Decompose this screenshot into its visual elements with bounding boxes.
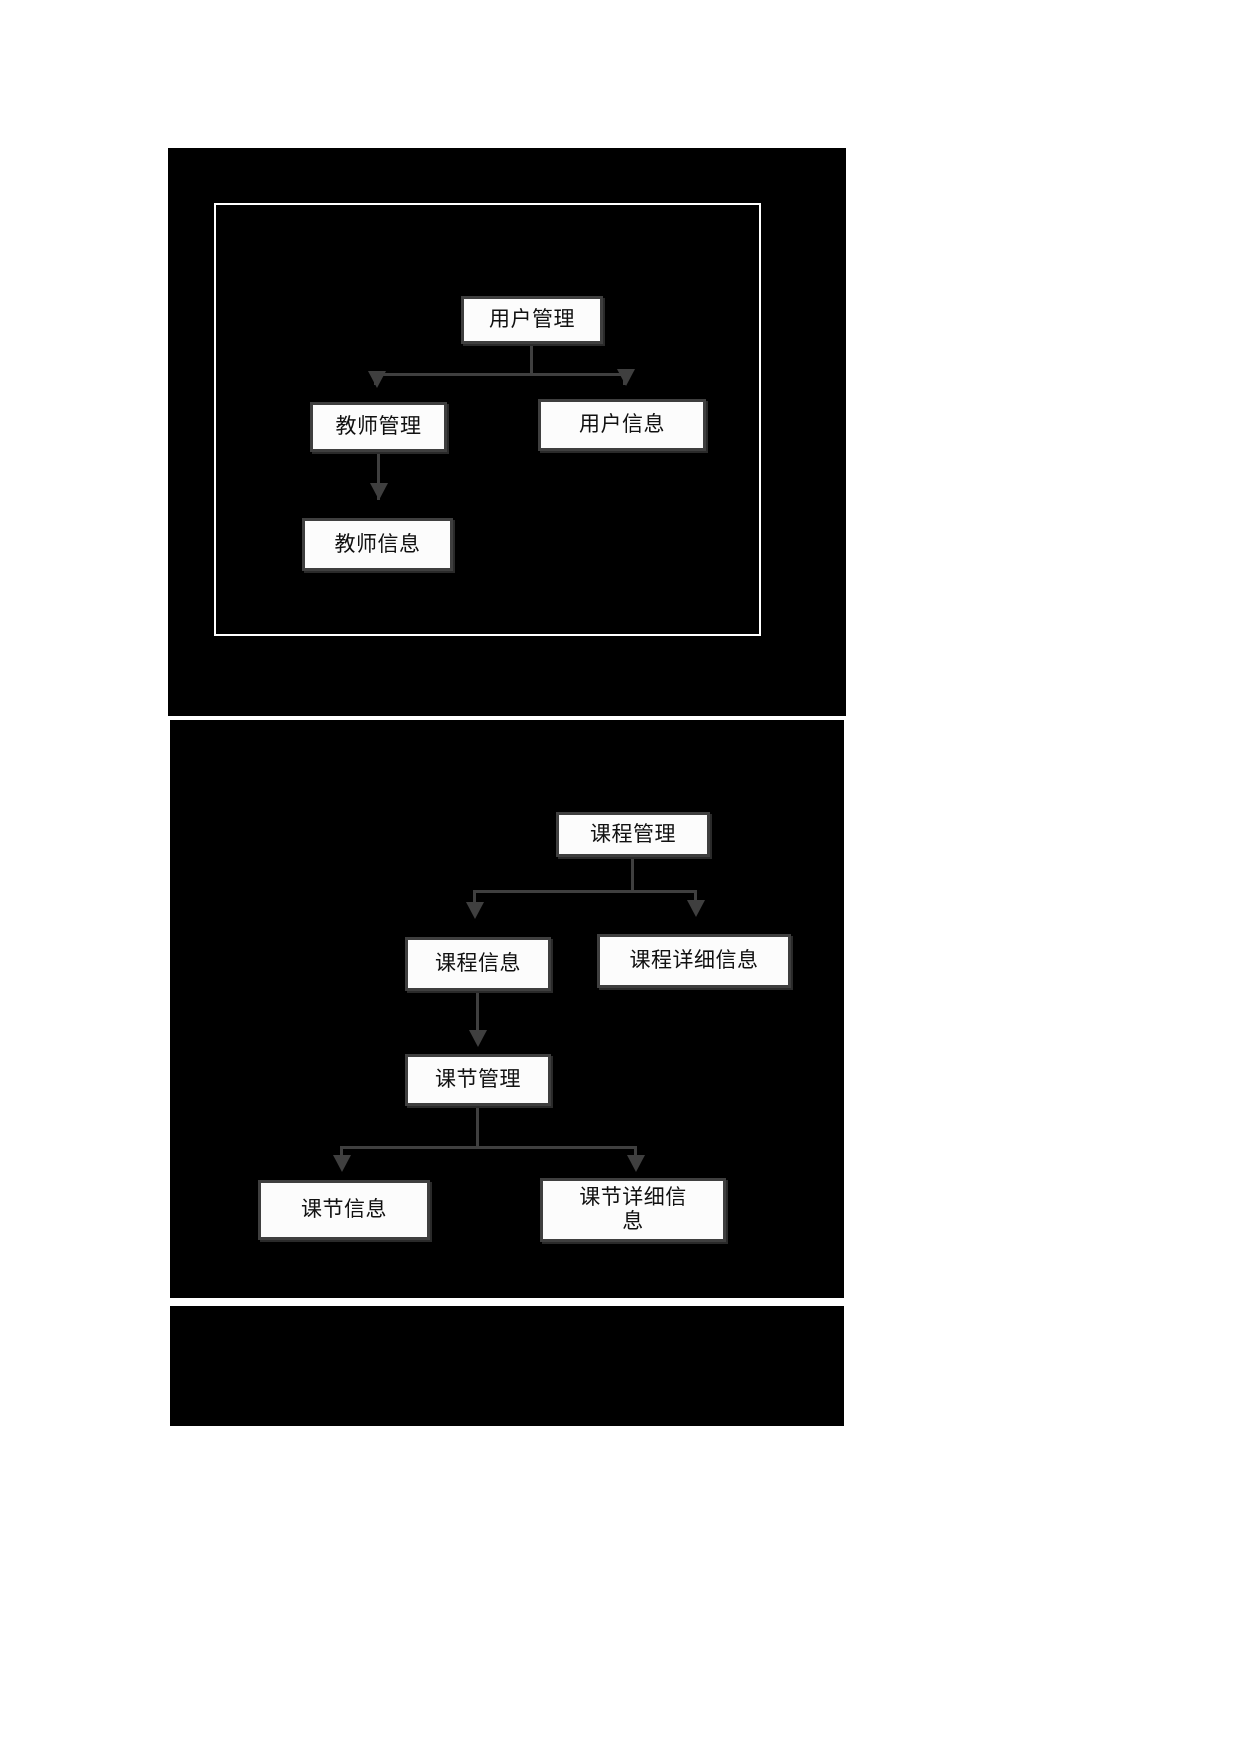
connector-lesson-mgmt-down <box>476 1106 479 1149</box>
node-lesson-management[interactable]: 课节管理 <box>405 1054 551 1106</box>
connector-teacher-info-stem <box>377 452 380 500</box>
arrow-down-icon-teacher-info <box>370 483 388 500</box>
arrow-down-icon-course-info <box>466 902 484 919</box>
node-course-information[interactable]: 课程信息 <box>405 937 551 991</box>
connector-course-mgmt-stem <box>631 857 634 893</box>
node-teacher-management[interactable]: 教师管理 <box>310 402 447 452</box>
connector-lesson-bus <box>340 1146 637 1149</box>
footer-canvas <box>168 1306 846 1426</box>
node-course-detail-information[interactable]: 课程详细信息 <box>597 934 791 988</box>
arrow-down-icon-lesson-info <box>333 1155 351 1172</box>
arrow-down-icon-course-detail <box>687 900 705 917</box>
arrow-down-icon-lesson-detail <box>627 1155 645 1172</box>
arrow-down-icon-teacher-mgmt <box>368 371 386 388</box>
arrow-down-icon-lesson-mgmt <box>469 1030 487 1047</box>
user-diagram-canvas <box>168 148 846 716</box>
node-lesson-detail-information[interactable]: 课节详细信 息 <box>540 1178 726 1242</box>
connector-user-mgmt-stem <box>530 344 533 375</box>
node-user-management[interactable]: 用户管理 <box>461 296 603 344</box>
connector-lesson-detail-drop <box>634 1146 637 1158</box>
connector-lesson-info-drop <box>340 1146 343 1158</box>
node-lesson-information[interactable]: 课节信息 <box>258 1180 430 1240</box>
node-teacher-information[interactable]: 教师信息 <box>302 518 453 571</box>
connector-course-detail-drop <box>694 890 697 905</box>
connector-course-mgmt-bus <box>473 890 697 893</box>
node-user-information[interactable]: 用户信息 <box>538 399 706 451</box>
connector-course-info-drop <box>473 890 476 905</box>
connector-lesson-mgmt-stem <box>476 991 479 1034</box>
connector-user-mgmt-bus <box>374 373 626 376</box>
node-course-management[interactable]: 课程管理 <box>556 812 710 857</box>
arrow-down-icon-user-info <box>617 369 635 386</box>
